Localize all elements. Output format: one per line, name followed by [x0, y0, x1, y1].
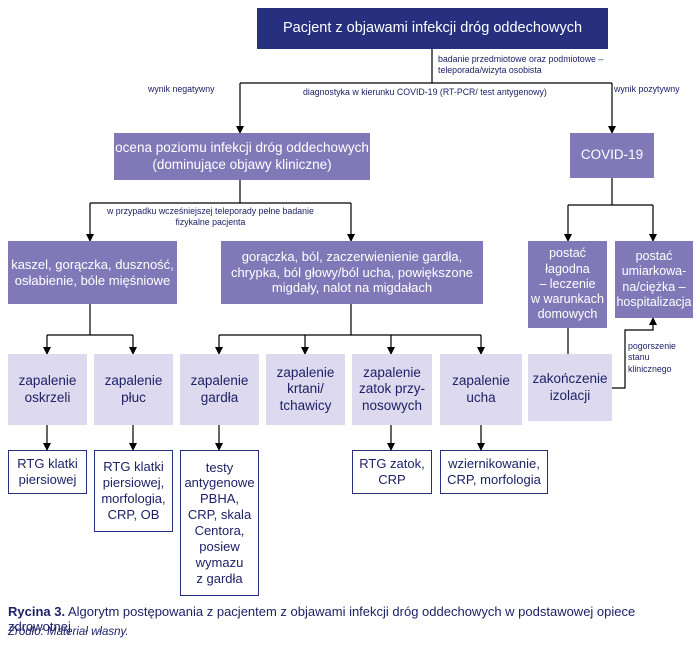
box-mild: postać łagodna – leczenie w warunkach do…	[528, 241, 607, 328]
figure-source: Źródło: Materiał własny.	[8, 626, 129, 638]
box-symptoms-b: gorączka, ból, zaczerwienienie gardła, c…	[221, 241, 483, 304]
box-test-otitis: wziernikowanie, CRP, morfologia	[440, 450, 548, 494]
label-physical: w przypadku wcześniejszej teleporady peł…	[107, 206, 314, 228]
box-test-pharyngitis: testy antygenowe PBHA, CRP, skala Centor…	[180, 450, 259, 596]
figure-caption: Rycina 3. Algorytm postępowania z pacjen…	[8, 604, 700, 634]
box-pharyngitis: zapalenie gardła	[180, 354, 259, 425]
box-test-pneumonia: RTG klatki piersiowej, morfologia, CRP, …	[94, 450, 173, 532]
box-root: Pacjent z objawami infekcji dróg oddecho…	[257, 8, 608, 49]
box-symptoms-a: kaszel, gorączka, duszność, osłabienie, …	[8, 241, 177, 304]
label-negative: wynik negatywny	[148, 84, 215, 94]
box-sinusitis: zapalenie zatok przy- nosowych	[352, 354, 432, 425]
label-exam: badanie przedmiotowe oraz podmiotowe – t…	[438, 54, 604, 76]
arrow-worsening	[612, 317, 657, 389]
caption-text: Algorytm postępowania z pacjentem z obja…	[8, 604, 636, 634]
box-assessment: ocena poziomu infekcji dróg oddechowych …	[114, 133, 370, 180]
box-otitis: zapalenie ucha	[440, 354, 522, 425]
box-severe: postać umiarkowa- na/ciężka – hospitaliz…	[615, 241, 693, 318]
label-worsening: pogorszenie stanu klinicznego	[628, 341, 676, 374]
box-pneumonia: zapalenie płuc	[94, 354, 173, 425]
box-laryngitis: zapalenie krtani/ tchawicy	[266, 354, 345, 425]
box-test-sinusitis: RTG zatok, CRP	[352, 450, 432, 494]
box-bronchitis: zapalenie oskrzeli	[8, 354, 87, 425]
box-covid: COVID-19	[570, 133, 654, 178]
label-positive: wynik pozytywny	[614, 84, 680, 94]
figure-number: Rycina 3.	[8, 604, 66, 619]
label-diagnostics: diagnostyka w kierunku COVID-19 (RT-PCR/…	[303, 87, 547, 97]
box-test-bronchitis: RTG klatki piersiowej	[8, 450, 87, 494]
box-isolation-end: zakończenie izolacji	[528, 354, 612, 421]
